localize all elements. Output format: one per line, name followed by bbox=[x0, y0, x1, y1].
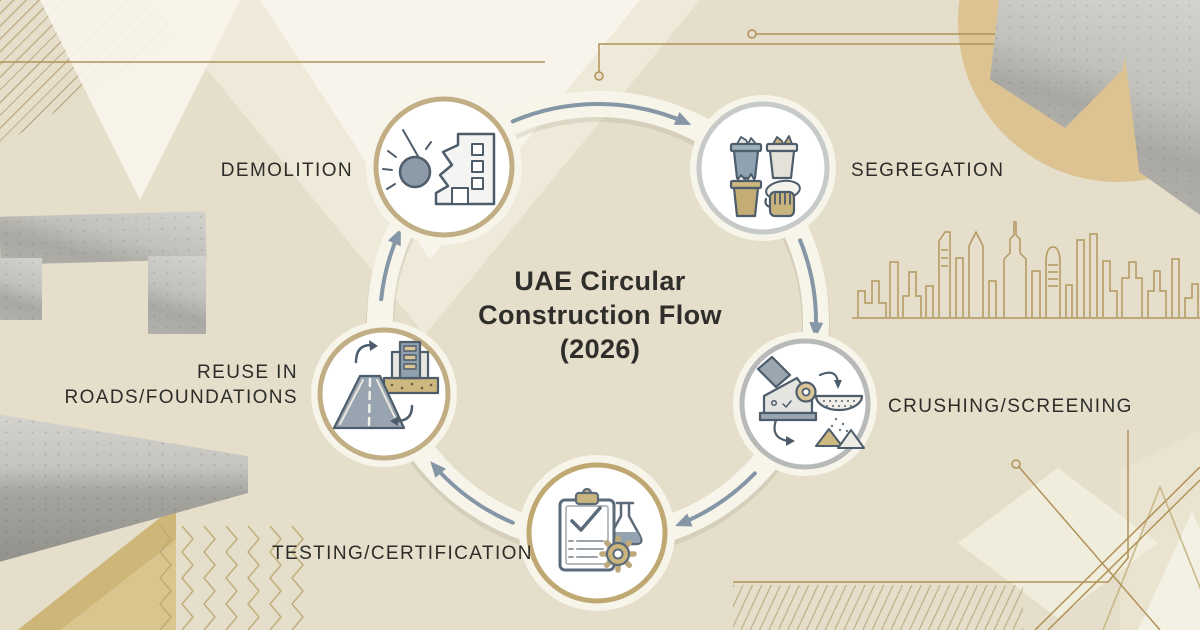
concrete-stub-left bbox=[0, 258, 42, 320]
road-building-recycle-icon bbox=[332, 340, 440, 430]
dubai-skyline-outline bbox=[852, 221, 1200, 319]
arrow-testing-to-reuse bbox=[430, 461, 515, 525]
diagonal-hatch-bottom-right bbox=[733, 585, 1023, 630]
stage-node-demolition bbox=[366, 89, 522, 245]
arrow-demolition-to-segregation bbox=[510, 102, 692, 125]
label-demolition: DEMOLITION bbox=[220, 160, 353, 181]
clipboard-checklist-flask-gear-icon bbox=[558, 487, 643, 573]
white-triangle bbox=[1138, 512, 1200, 630]
stage-node-testing bbox=[519, 455, 675, 611]
label-crushing-screening: CRUSHING/SCREENING bbox=[888, 396, 1133, 417]
crusher-sieve-aggregate-icon bbox=[756, 355, 865, 449]
white-diamond-small bbox=[40, 0, 240, 200]
arrow-crushing-to-testing bbox=[675, 471, 757, 527]
arrow-reuse-to-demolition bbox=[379, 228, 401, 302]
label-testing-certification: TESTING/CERTIFICATION bbox=[272, 543, 533, 564]
label-reuse: REUSE IN ROADS/FOUNDATIONS bbox=[64, 362, 298, 408]
waste-sorting-bins-glove-icon bbox=[729, 135, 801, 218]
arrow-segregation-to-crushing bbox=[798, 238, 824, 339]
gold-triangle-outline bbox=[1102, 484, 1200, 630]
chevron-pattern bbox=[159, 525, 304, 630]
stage-node-reuse bbox=[311, 321, 457, 467]
stage-node-segregation bbox=[690, 95, 836, 241]
flow-arrows bbox=[379, 102, 824, 527]
concrete-pillar-left bbox=[148, 256, 206, 334]
cream-diamond-bottom-right bbox=[958, 468, 1158, 618]
diagram-title: UAE Circular Construction Flow (2026) bbox=[478, 266, 722, 364]
stage-node-crushing bbox=[733, 332, 877, 476]
label-segregation: SEGREGATION bbox=[851, 160, 1005, 181]
wrecking-ball-building-icon bbox=[382, 129, 496, 206]
